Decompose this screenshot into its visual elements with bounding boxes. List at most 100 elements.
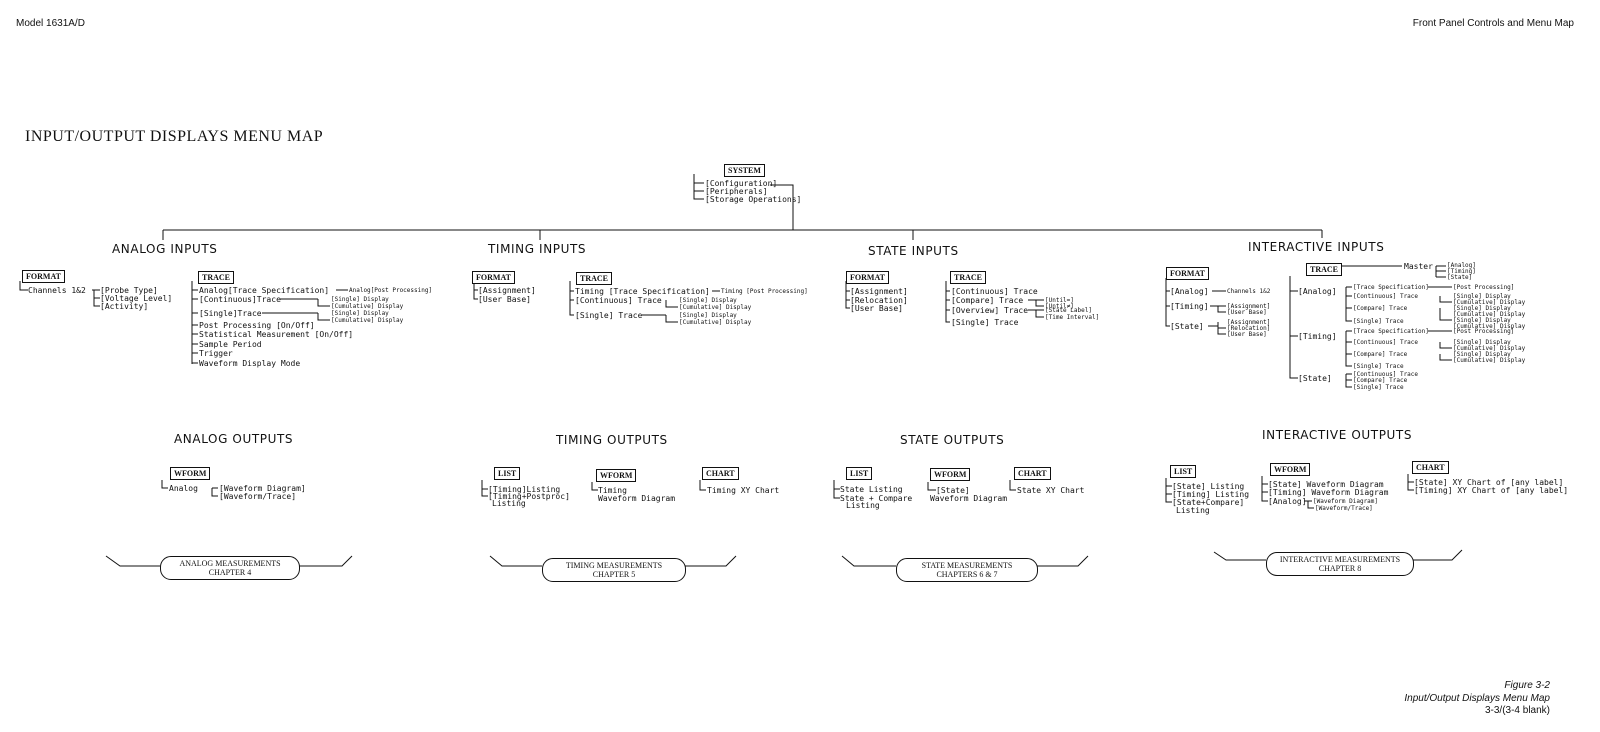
- timing-cont-sub: [Cumulative] Display: [679, 304, 752, 311]
- timing-wform-item: Waveform Diagram: [598, 494, 676, 503]
- inter-list-item: [Timing] Listing: [1172, 490, 1250, 499]
- timing-single-sub: [Single] Display: [679, 312, 737, 319]
- figure-number: Figure 3-2: [1504, 680, 1550, 691]
- inter-master-sub: [Timing]: [1447, 268, 1476, 275]
- section-analog-outputs: ANALOG OUTPUTS: [174, 432, 294, 446]
- inter-wform-item: [State] Waveform Diagram: [1268, 480, 1384, 489]
- chapter-title: ANALOG MEASUREMENTS: [179, 559, 281, 568]
- inter-timing-item: [Compare] Trace: [1353, 351, 1408, 358]
- state-trace-item: [Continuous] Trace: [951, 287, 1038, 296]
- state-overview-sub: [State Label]: [1045, 307, 1092, 314]
- state-compare-sub: [Until≠]: [1045, 303, 1074, 310]
- analog-wform-box: WFORM: [170, 467, 211, 480]
- inter-display: [Single] Display: [1453, 317, 1511, 324]
- inter-master-sub: [Analog]: [1447, 262, 1476, 269]
- inter-display: [Single] Display: [1453, 339, 1511, 346]
- timing-list-item: Listing: [492, 499, 526, 508]
- inter-timing-sub: [User Base]: [1227, 309, 1267, 316]
- analog-trace-item: Statistical Measurement [On/Off]: [199, 330, 354, 339]
- inter-trace-group: [Timing]: [1298, 332, 1337, 341]
- inter-display: [Cumulative] Display: [1453, 345, 1526, 352]
- inter-display: [Single] Display: [1453, 293, 1511, 300]
- chapter-analog: ANALOG MEASUREMENTS CHAPTER 4: [160, 556, 300, 580]
- chapter-timing: TIMING MEASUREMENTS CHAPTER 5: [542, 558, 686, 582]
- state-wform-item: [State]: [936, 486, 970, 495]
- section-analog-inputs: ANALOG INPUTS: [112, 242, 218, 256]
- chapter-number: CHAPTERS 6 & 7: [936, 570, 998, 579]
- chapter-number: CHAPTER 8: [1318, 564, 1362, 573]
- inter-analog-item: [Single] Trace: [1353, 318, 1404, 325]
- state-trace-item: [Overview] Trace: [951, 306, 1029, 315]
- analog-out-item: [Waveform Diagram]: [219, 484, 306, 493]
- system-box: SYSTEM: [724, 164, 765, 177]
- chapter-interactive: INTERACTIVE MEASUREMENTS CHAPTER 8: [1266, 552, 1414, 576]
- inter-wform-box: WFORM: [1270, 463, 1311, 476]
- inter-display: [Single] Display: [1453, 305, 1511, 312]
- section-timing-outputs: TIMING OUTPUTS: [556, 433, 668, 447]
- analog-trace-item: Sample Period: [199, 340, 262, 349]
- section-state-inputs: STATE INPUTS: [868, 244, 959, 258]
- state-chart-item: State XY Chart: [1017, 486, 1085, 495]
- inter-format-box: FORMAT: [1166, 267, 1209, 280]
- system-item: [Peripherals]: [705, 187, 768, 196]
- state-list-item: State + Compare: [840, 494, 913, 503]
- state-list-box: LIST: [846, 467, 873, 480]
- analog-out-item: [Waveform/Trace]: [219, 492, 297, 501]
- inter-master: Master: [1404, 262, 1433, 271]
- timing-list-item: [Timing]Listing: [488, 485, 561, 494]
- inter-master-sub: [State]: [1447, 274, 1473, 281]
- chapter-title: STATE MEASUREMENTS: [921, 561, 1013, 570]
- inter-channels: Channels 1&2: [1227, 288, 1271, 295]
- state-wform-item: Waveform Diagram: [930, 494, 1008, 503]
- inter-state-item: [Continuous] Trace: [1353, 371, 1419, 378]
- inter-state-sub: [User Base]: [1227, 331, 1267, 338]
- inter-timing-item: [Continuous] Trace: [1353, 339, 1419, 346]
- page-title: INPUT/OUTPUT DISPLAYS MENU MAP: [25, 128, 324, 145]
- analog-trace-item: Trigger: [199, 349, 233, 358]
- inter-display: [Cumulative] Display: [1453, 299, 1526, 306]
- analog-single-sub: [Single] Display: [331, 310, 389, 317]
- timing-list-box: LIST: [494, 467, 521, 480]
- figure-caption: Input/Output Displays Menu Map: [1404, 693, 1550, 704]
- inter-chart-item: [State] XY Chart of [any label]: [1414, 478, 1564, 487]
- inter-trace-box: TRACE: [1306, 263, 1343, 276]
- inter-analog-item: [Compare] Trace: [1353, 305, 1408, 312]
- inter-list-item: [State] Listing: [1172, 482, 1245, 491]
- analog-single-sub: [Cumulative] Display: [331, 317, 404, 324]
- page-number: 3-3/(3-4 blank): [1484, 705, 1550, 716]
- timing-wform-item: Timing: [598, 486, 627, 495]
- state-format-item: [Assignment]: [850, 287, 908, 296]
- inter-display: [Single] Display: [1453, 351, 1511, 358]
- inter-list-box: LIST: [1170, 465, 1197, 478]
- state-format-item: [User Base]: [850, 304, 903, 313]
- analog-format-item: [Activity]: [100, 302, 149, 311]
- timing-format-item: [Assignment]: [478, 286, 536, 295]
- system-item: [Configuration]: [705, 179, 778, 188]
- inter-wform-sub: [Waveform/Trace]: [1315, 505, 1373, 512]
- header-title: Front Panel Controls and Menu Map: [1412, 18, 1574, 29]
- inter-display: [Cumulative] Display: [1453, 323, 1526, 330]
- analog-cont-sub: [Single] Display: [331, 296, 389, 303]
- inter-state-sub: [Relocation]: [1227, 325, 1271, 332]
- timing-cont-sub: [Single] Display: [679, 297, 737, 304]
- header-model: Model 1631A/D: [16, 18, 85, 29]
- section-timing-inputs: TIMING INPUTS: [488, 242, 587, 256]
- inter-list-item: Listing: [1176, 506, 1210, 515]
- system-item: [Storage Operations]: [705, 195, 802, 204]
- timing-list-item: [Timing+Postproc]: [488, 492, 570, 501]
- state-list-item: State Listing: [840, 485, 903, 494]
- chapter-title: TIMING MEASUREMENTS: [565, 561, 663, 570]
- inter-format-item: [State]: [1170, 322, 1204, 331]
- inter-analog-item: [Trace Specification]: [1353, 284, 1429, 291]
- inter-state-sub: [Assignment]: [1227, 319, 1271, 326]
- analog-trace-item: Waveform Display Mode: [199, 359, 301, 368]
- inter-chart-item: [Timing] XY Chart of [any label]: [1414, 486, 1569, 495]
- section-interactive-inputs: INTERACTIVE INPUTS: [1248, 240, 1385, 254]
- analog-format-box: FORMAT: [22, 270, 65, 283]
- inter-trace-group: [State]: [1298, 374, 1332, 383]
- inter-trace-group: [Analog]: [1298, 287, 1337, 296]
- state-trace-box: TRACE: [950, 271, 987, 284]
- timing-format-item: [User Base]: [478, 295, 531, 304]
- inter-state-item: [Compare] Trace: [1353, 377, 1408, 384]
- analog-trace-item: Analog[Trace Specification]: [199, 286, 330, 295]
